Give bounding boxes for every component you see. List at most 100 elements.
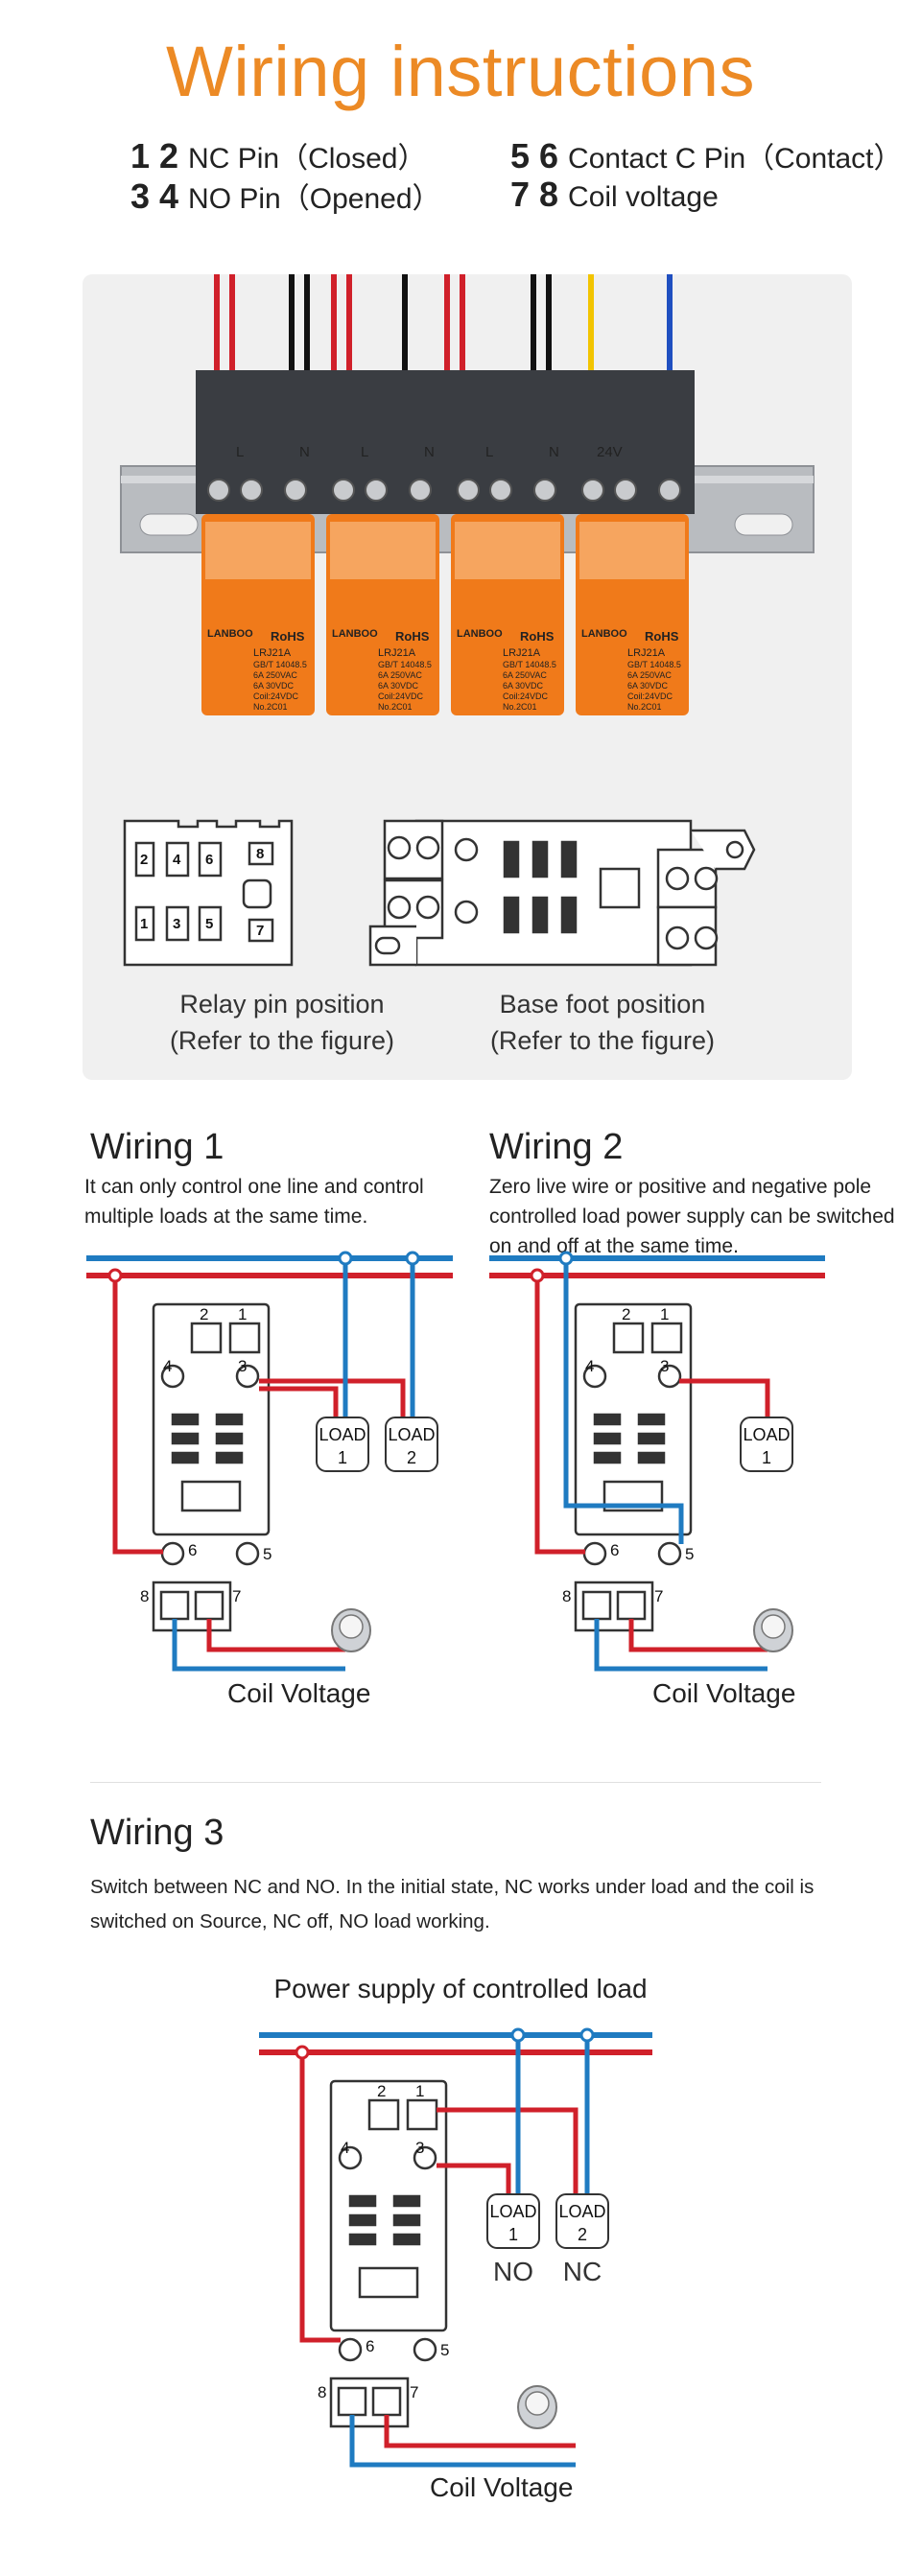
terminal-screw <box>489 479 512 502</box>
load-box <box>385 1417 438 1472</box>
socket-terminal <box>650 1322 683 1354</box>
terminal-screw <box>581 479 604 502</box>
terminal-label-l: L <box>361 444 368 460</box>
relay-pin-label: 2 <box>140 852 148 868</box>
pin-label: 3 <box>238 1357 247 1375</box>
wiring2-title: Wiring 2 <box>489 1127 624 1167</box>
wiring3-socket <box>329 2079 448 2428</box>
base-slot <box>503 840 520 878</box>
socket-screw <box>582 1364 607 1389</box>
load-number: 1 <box>762 1448 771 1467</box>
wire-red <box>206 1619 345 1652</box>
relay-caption-note: (Refer to the figure) <box>169 1026 395 1055</box>
load-tag-no: NO <box>493 2257 533 2286</box>
socket-terminal <box>612 1322 645 1354</box>
product-photo-panel: L N L N L N 24V LANBOO RoHS LRJ21A GB/T … <box>83 271 852 1080</box>
socket-slot <box>637 1432 666 1445</box>
terminal-screw <box>284 479 307 502</box>
socket-slot <box>215 1432 244 1445</box>
socket-slot <box>637 1413 666 1426</box>
base-caption: Base foot position (Refer to the figure) <box>459 986 746 1059</box>
socket-slot <box>171 1413 200 1426</box>
socket-terminal <box>228 1322 261 1354</box>
relay-brand: LANBOO <box>332 628 378 640</box>
junction-dot <box>107 1268 123 1283</box>
relay-model: LRJ21A <box>627 647 666 659</box>
relay-model: LRJ21A <box>503 647 541 659</box>
socket-screw <box>338 2145 363 2170</box>
junction-dot <box>510 2027 526 2043</box>
socket-slot <box>392 2233 421 2246</box>
socket-screw <box>338 2337 363 2362</box>
base-slot <box>531 896 549 934</box>
base-foot-diagram <box>368 819 756 967</box>
base-mount-hole <box>725 840 744 859</box>
relay-photo-illustration: L N L N L N 24V LANBOO RoHS LRJ21A GB/T … <box>120 271 815 967</box>
wiring1-desc-line: It can only control one line and control <box>84 1176 424 1198</box>
base-screw <box>415 835 440 860</box>
base-coil-box <box>599 867 641 909</box>
relay-spec-line: 6A 30VDC <box>378 681 419 691</box>
base-caption-title: Base foot position <box>499 990 706 1019</box>
relay-pin-slot <box>165 905 190 942</box>
page-title: Wiring instructions <box>165 32 755 111</box>
load-label: LOAD <box>558 2202 605 2221</box>
wire-blue <box>349 2415 576 2468</box>
socket-slot <box>215 1413 244 1426</box>
base-mount-tab <box>691 829 756 871</box>
wire-red <box>259 1378 406 1417</box>
power-supply-label: Power supply of controlled load <box>273 1974 648 2003</box>
coil-voltage-label: Coil Voltage <box>430 2472 573 2502</box>
socket-terminal <box>406 2098 438 2131</box>
socket-slot <box>593 1451 622 1464</box>
push-button-icon <box>517 2385 557 2429</box>
socket-screw <box>582 1541 607 1566</box>
pin-label: NO Pin（Opened） <box>188 183 441 215</box>
load-label: LOAD <box>489 2202 536 2221</box>
relay-pin-slot <box>248 918 274 943</box>
relay-spec-line: Coil:24VDC <box>627 691 673 701</box>
socket-terminal <box>367 2098 400 2131</box>
socket-slot <box>392 2213 421 2227</box>
pin-label: 6 <box>188 1541 197 1559</box>
relay-window <box>455 522 560 579</box>
relay-spec-line: No.2C01 <box>627 702 662 712</box>
socket-slot <box>348 2233 377 2246</box>
terminal-screw <box>658 479 681 502</box>
relay-spec-line: No.2C01 <box>503 702 537 712</box>
relay-pin-label: 7 <box>256 923 264 939</box>
wiring1-title: Wiring 1 <box>90 1127 224 1167</box>
relay-spec-line: Coil:24VDC <box>378 691 424 701</box>
pin-label: 2 <box>200 1305 208 1323</box>
terminal-screw <box>207 479 230 502</box>
socket-screw <box>160 1364 185 1389</box>
wire-red <box>299 2052 341 2343</box>
socket-terminal <box>194 1590 224 1621</box>
pin-label: 2 <box>377 2082 386 2100</box>
load-box <box>316 1417 369 1472</box>
base-slot <box>503 896 520 934</box>
socket-terminal <box>371 2386 402 2417</box>
pin-label: 6 <box>610 1541 619 1559</box>
socket-body <box>574 1302 693 1536</box>
base-screw <box>387 835 412 860</box>
socket-coil-box <box>180 1480 242 1512</box>
junction-dot <box>558 1251 574 1266</box>
pin-label: 1 <box>660 1305 669 1323</box>
relay-spec-line: GB/T 14048.5 <box>627 660 681 669</box>
socket-terminal <box>190 1322 223 1354</box>
relay-pin-slot <box>134 905 155 942</box>
pin-label: 7 <box>232 1587 241 1605</box>
pin-label: 1 <box>238 1305 247 1323</box>
base-slot <box>531 840 549 878</box>
relay-pin-slot <box>198 905 223 942</box>
wire-red <box>437 2163 511 2194</box>
wire-red <box>534 1276 585 1555</box>
pin-number: 7 8 <box>510 175 559 214</box>
relay-caption-title: Relay pin position <box>179 990 385 1019</box>
base-slot <box>560 840 578 878</box>
